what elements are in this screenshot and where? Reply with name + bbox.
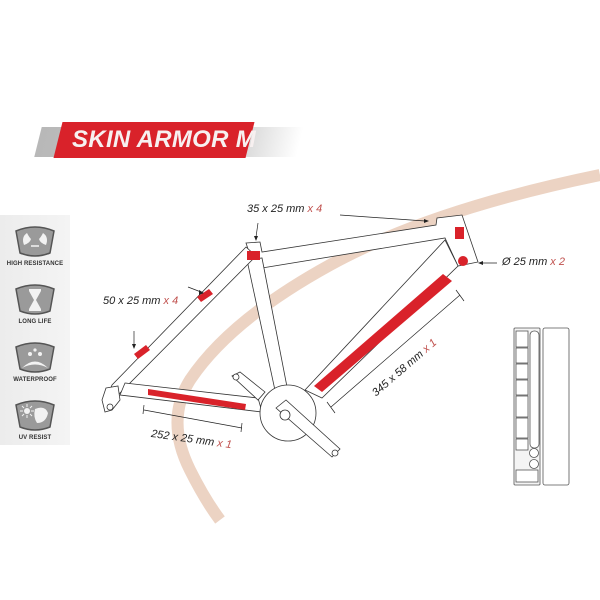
kit-sheet-illustration	[513, 327, 570, 486]
feature-long-life: LONG LIFE	[0, 283, 70, 325]
sun-uv-icon	[15, 400, 55, 431]
crankset	[231, 371, 341, 458]
title-banner: SKIN ARMOR M	[34, 122, 304, 158]
feature-waterproof: WATERPROOF	[0, 341, 70, 383]
feature-label: HIGH RESISTANCE	[6, 261, 64, 267]
decorative-curve	[171, 169, 600, 524]
feature-high-resistance: HIGH RESISTANCE	[0, 225, 70, 267]
product-title: SKIN ARMOR M	[72, 126, 257, 153]
feature-uv-resist: UV RESIST	[0, 399, 70, 441]
pad-seat-stay-upper	[197, 289, 213, 302]
dim-head-tube: Ø 25 mm x 2	[502, 256, 565, 268]
protection-pads	[134, 227, 468, 410]
impact-icon	[15, 226, 55, 257]
pad-head-tube-circle	[458, 256, 468, 266]
features-panel: HIGH RESISTANCE LONG LIFE WATERPROOF	[0, 215, 70, 445]
rear-dropout	[101, 385, 121, 413]
pad-down-tube	[314, 274, 452, 392]
seat-tube	[246, 257, 289, 396]
pad-seat-stay-lower	[134, 345, 150, 359]
annotation-leaders	[133, 214, 497, 433]
feature-label: LONG LIFE	[18, 319, 52, 325]
feature-label: WATERPROOF	[13, 377, 57, 383]
pad-top-tube	[247, 251, 260, 260]
water-drops-icon	[15, 342, 55, 373]
down-tube	[304, 239, 459, 399]
hourglass-icon	[15, 284, 55, 315]
feature-label: UV RESIST	[18, 435, 52, 441]
dim-top-tube: 35 x 25 mm x 4	[247, 203, 323, 215]
dim-seat-stay: 50 x 25 mm x 4	[103, 295, 179, 307]
pad-head-tube	[455, 227, 464, 239]
pad-chain-stay	[148, 389, 246, 410]
